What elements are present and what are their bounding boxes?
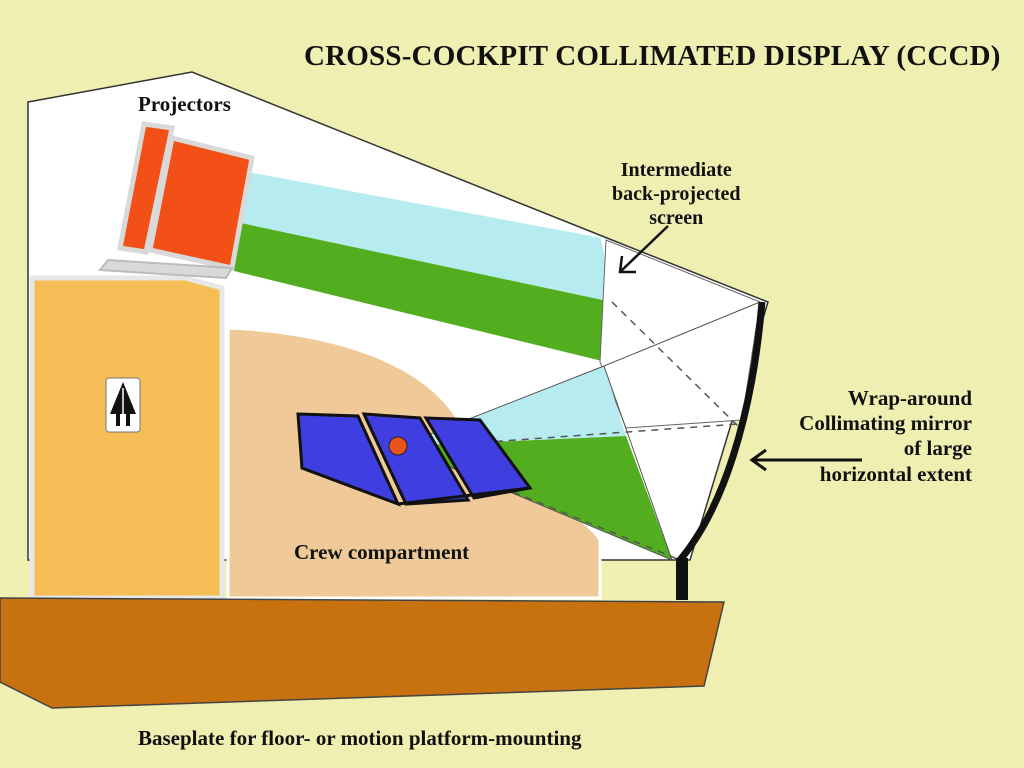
projector-mount: [98, 258, 234, 280]
cockpit-frame: [397, 486, 531, 506]
eye-point-icon: [388, 436, 408, 456]
arrow-to-mirror: [749, 448, 862, 472]
mirror-label-line: of large: [903, 436, 972, 461]
projector-beam-cyan: [236, 172, 612, 302]
dashed-ray: [404, 447, 681, 561]
page-title: CROSS-COCKPIT COLLIMATED DISPLAY (CCCD): [304, 40, 1001, 72]
projectors-label: Projectors: [138, 92, 231, 116]
cabinet: [29, 275, 225, 601]
beam-edge-top: [603, 301, 761, 367]
cockpit-window-middle: [361, 412, 471, 506]
mirror-label: Wrap-around Collimating mirror of large …: [799, 386, 972, 487]
mirror-mount: [676, 558, 688, 600]
baseplate: [0, 597, 725, 709]
mirror-label-line: Collimating mirror: [799, 411, 972, 436]
logo-icon: [105, 377, 141, 433]
arrow-to-screen: [618, 225, 669, 274]
beam-edge: [603, 365, 673, 561]
collimating-mirror: [677, 301, 766, 563]
mirror-label-line: horizontal extent: [819, 461, 972, 486]
projector-beam-green: [230, 222, 612, 362]
screen-to-mirror-light: [599, 239, 761, 429]
dashed-ray: [611, 301, 743, 431]
baseplate-label: Baseplate for floor- or motion platform-…: [138, 726, 582, 750]
crew-label: Crew compartment: [294, 540, 470, 564]
screen-label-line: Intermediate: [620, 159, 732, 181]
projector-back: [117, 121, 175, 255]
screen-label: Intermediate back-projected screen: [612, 158, 741, 230]
screen-label-line: screen: [649, 207, 704, 229]
mirror-label-line: Wrap-around: [847, 386, 972, 410]
screen-label-line: back-projected: [612, 183, 741, 205]
